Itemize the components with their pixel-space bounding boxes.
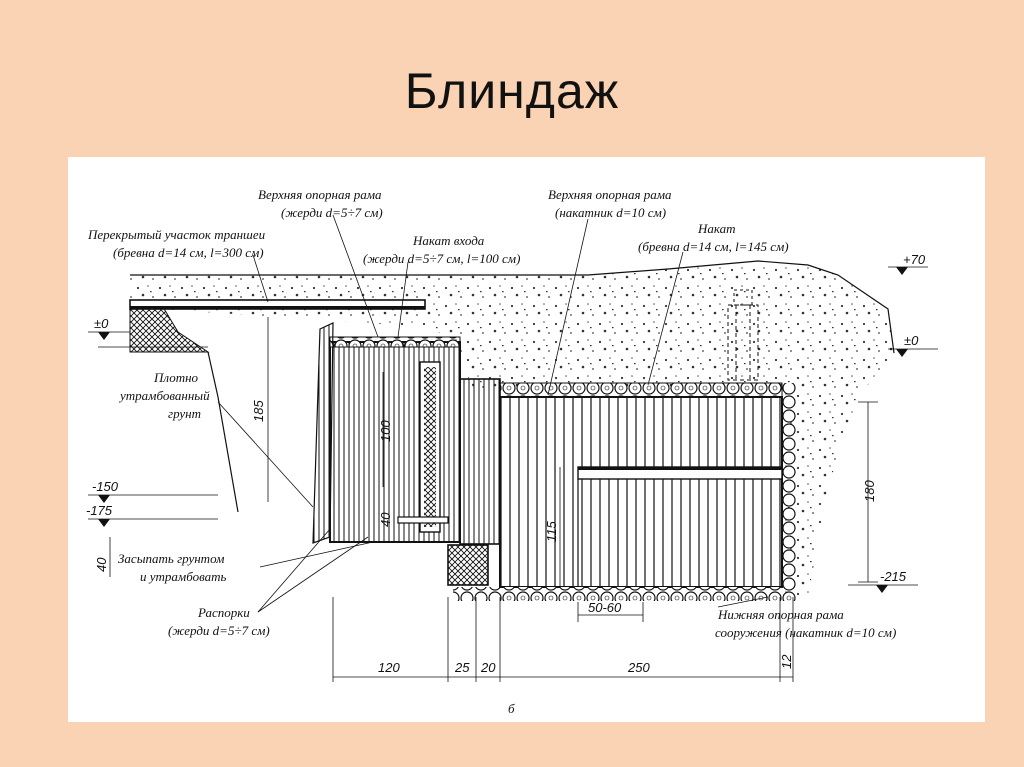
svg-text:25: 25 xyxy=(454,660,470,675)
beam-shadow xyxy=(130,306,425,309)
leader-backfill xyxy=(259,541,374,568)
dim-185: 185 xyxy=(251,317,269,502)
svg-text:50-60: 50-60 xyxy=(588,600,622,615)
dim-50-60: 50-60 xyxy=(577,600,644,622)
leader-compacted xyxy=(217,401,314,508)
svg-text:Перекрытый участок траншеи: Перекрытый участок траншеи xyxy=(87,227,266,242)
svg-text:Верхняя опорная рама: Верхняя опорная рама xyxy=(548,187,672,202)
svg-text:250: 250 xyxy=(627,660,650,675)
leader-upper-logs xyxy=(547,218,589,396)
svg-text:40: 40 xyxy=(378,512,393,527)
entrance-door-bar xyxy=(397,516,449,524)
svg-text:115: 115 xyxy=(544,521,559,542)
svg-text:Накат: Накат xyxy=(697,221,736,236)
leader-covered-trench xyxy=(252,254,269,303)
shelter-top-logs xyxy=(499,382,783,398)
dim-180: 180 xyxy=(858,401,878,583)
svg-text:±0: ±0 xyxy=(904,333,919,348)
svg-text:-175: -175 xyxy=(86,503,113,518)
svg-text:(бревна d=14 см, l=300 см): (бревна d=14 см, l=300 см) xyxy=(113,245,264,260)
leader-lower-frame xyxy=(717,596,769,608)
leader-upper-poles xyxy=(332,214,379,338)
label-covered-trench: Перекрытый участок траншеи (бревна d=14 … xyxy=(87,227,266,260)
svg-text:Накат входа: Накат входа xyxy=(412,233,485,248)
svg-text:и утрамбовать: и утрамбовать xyxy=(140,569,227,584)
svg-text:±0: ±0 xyxy=(94,316,109,331)
level-minus150: -150 xyxy=(88,479,218,503)
vent-cap xyxy=(733,289,753,306)
dim-40-inner: 40 xyxy=(378,512,393,527)
svg-text:12: 12 xyxy=(779,654,794,669)
left-hatched-soil xyxy=(129,306,210,353)
svg-text:100: 100 xyxy=(378,420,393,442)
label-lower-frame: Нижняя опорная рама сооружения (накатник… xyxy=(715,607,896,640)
svg-text:утрамбованный: утрамбованный xyxy=(118,388,210,403)
shelter-right-logs xyxy=(782,383,796,589)
dugout-drawing: +70 ±0 ±0 -150 -175 -215 185 100 40 40 xyxy=(68,157,985,722)
leader-struts-1 xyxy=(257,528,331,613)
shelter-body xyxy=(499,396,783,588)
figure-letter: б xyxy=(508,701,515,716)
svg-text:(жерди d=5÷7 см): (жерди d=5÷7 см) xyxy=(168,623,270,638)
svg-text:-150: -150 xyxy=(92,479,119,494)
svg-text:-215: -215 xyxy=(880,569,907,584)
leader-struts-2 xyxy=(257,536,369,613)
label-upper-frame-poles: Верхняя опорная рама (жерди d=5÷7 см) xyxy=(258,187,383,220)
earth-cover xyxy=(130,261,894,597)
dim-115: 115 xyxy=(544,467,561,587)
svg-text:20: 20 xyxy=(480,660,496,675)
svg-text:185: 185 xyxy=(251,400,266,422)
step-hatched-base xyxy=(447,544,489,586)
svg-text:Плотно: Плотно xyxy=(153,370,199,385)
svg-text:180: 180 xyxy=(862,480,877,502)
dim-bottom-chain: 120 25 20 250 12 xyxy=(332,597,794,682)
svg-text:40: 40 xyxy=(94,557,109,572)
dugout-section-svg: +70 ±0 ±0 -150 -175 -215 185 100 40 40 xyxy=(86,187,938,716)
svg-text:грунт: грунт xyxy=(168,406,201,421)
entrance-top-logs xyxy=(329,336,461,348)
svg-text:Распорки: Распорки xyxy=(197,605,250,620)
step-base-logs xyxy=(453,587,503,601)
label-entry-roll: Накат входа (жерди d=5÷7 см, l=100 см) xyxy=(363,233,520,266)
dim-100: 100 xyxy=(378,372,393,487)
label-roll: Накат (бревна d=14 см, l=145 см) xyxy=(638,221,789,254)
label-upper-frame-logs: Верхняя опорная рама (накатник d=10 см) xyxy=(548,187,672,220)
level-zero-right: ±0 xyxy=(888,333,938,357)
step-column xyxy=(459,378,501,545)
ground-surface-line xyxy=(130,260,895,354)
label-compacted-soil: Плотно утрамбованный грунт xyxy=(118,370,210,421)
dim-40-left: 40 xyxy=(94,537,111,577)
left-slope-line xyxy=(207,351,239,513)
leader-roll xyxy=(647,251,684,386)
svg-text:(накатник d=10 см): (накатник d=10 см) xyxy=(555,205,666,220)
svg-text:+70: +70 xyxy=(903,252,926,267)
shelter-bottom-logs xyxy=(500,587,796,601)
leader-entry-roll xyxy=(397,261,409,338)
svg-text:120: 120 xyxy=(378,660,400,675)
label-struts: Распорки (жерди d=5÷7 см) xyxy=(168,605,270,638)
svg-text:(жерди d=5÷7 см, l=100 см): (жерди d=5÷7 см, l=100 см) xyxy=(363,251,520,266)
svg-text:Нижняя опорная рама: Нижняя опорная рама xyxy=(717,607,844,622)
svg-text:(жерди d=5÷7 см): (жерди d=5÷7 см) xyxy=(281,205,383,220)
svg-text:Засыпать грунтом: Засыпать грунтом xyxy=(118,551,224,566)
level-plus70: +70 xyxy=(888,252,928,275)
level-zero-left: ±0 xyxy=(88,316,130,340)
bunk-shadow xyxy=(578,467,782,470)
level-minus215: -215 xyxy=(848,569,918,593)
entrance-inner-post-hatch xyxy=(424,367,436,527)
slide-title: Блиндаж xyxy=(404,63,620,119)
label-backfill: Засыпать грунтом и утрамбовать xyxy=(118,551,227,584)
svg-text:Верхняя опорная рама: Верхняя опорная рама xyxy=(258,187,382,202)
level-minus175: -175 xyxy=(86,503,218,527)
svg-text:сооружения (накатник d=10 см): сооружения (накатник d=10 см) xyxy=(715,625,896,640)
svg-text:(бревна d=14 см, l=145 см): (бревна d=14 см, l=145 см) xyxy=(638,239,789,254)
